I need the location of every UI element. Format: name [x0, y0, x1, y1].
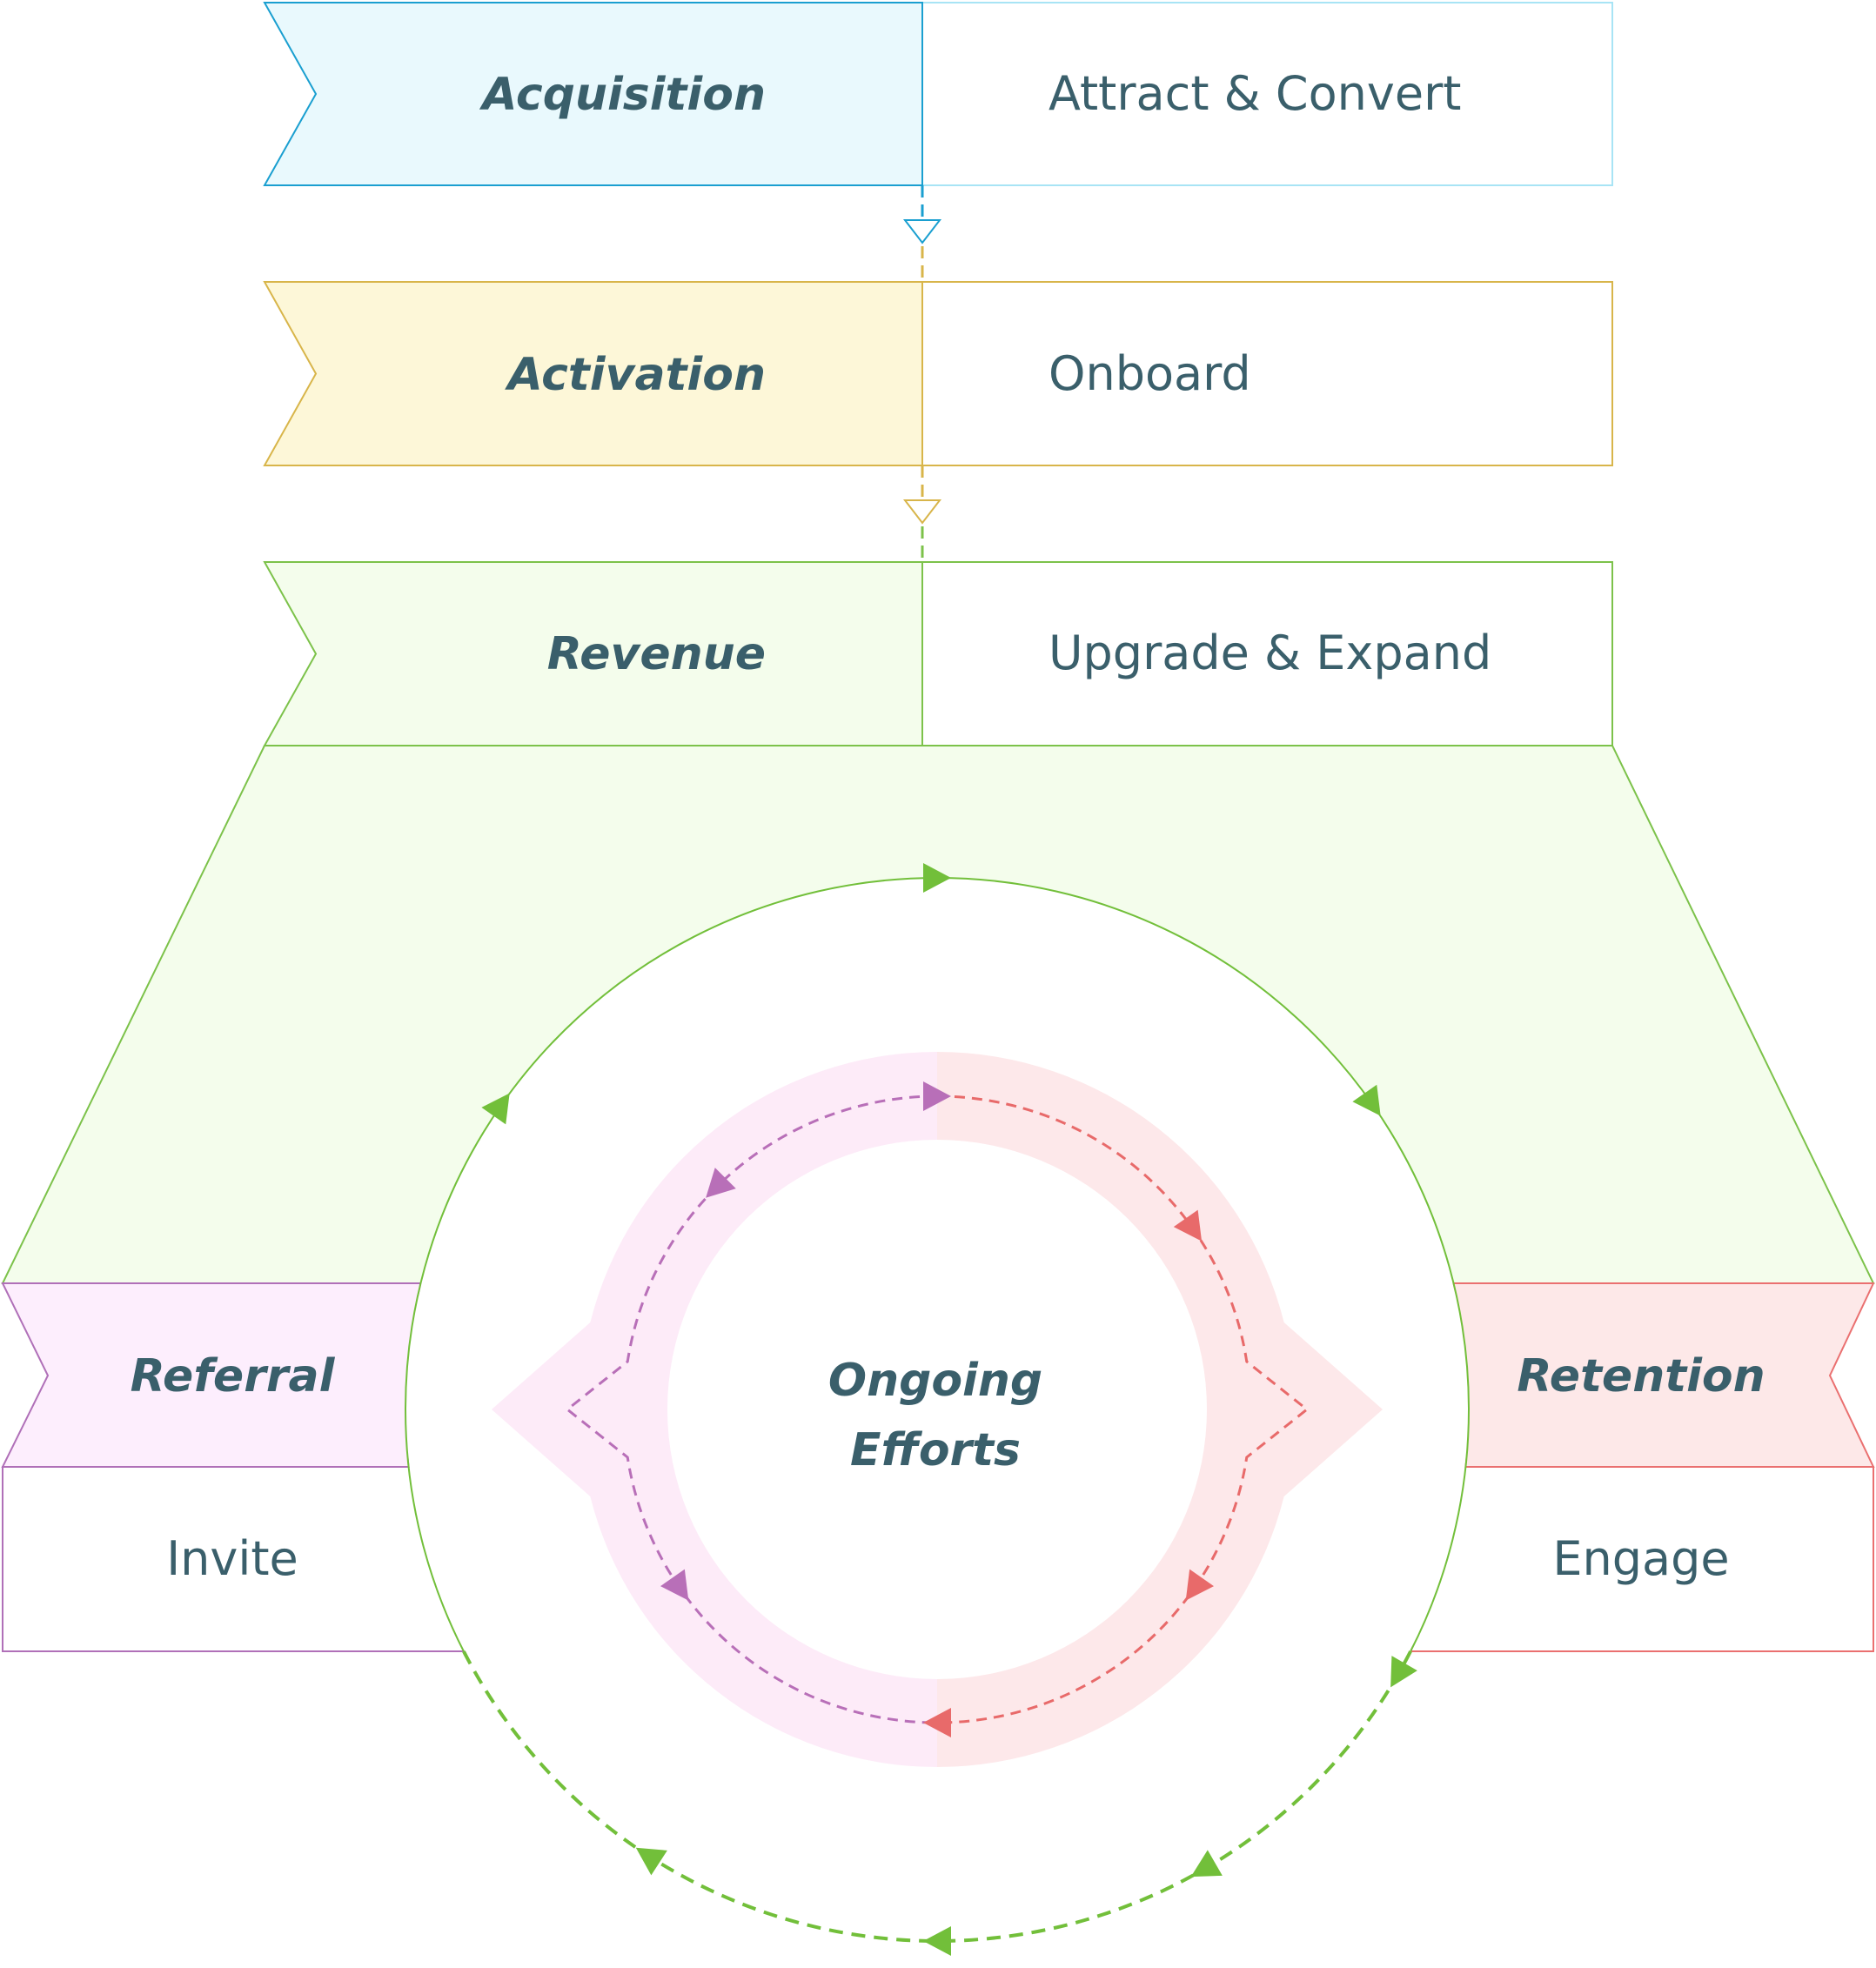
connector-arrow-icon — [902, 219, 942, 244]
stage-title-referral: Referral — [131, 1350, 336, 1402]
center-label-line2: Efforts — [850, 1424, 1021, 1476]
stage-title-revenue: Revenue — [547, 628, 766, 680]
stage-subtitle-referral: Invite — [166, 1531, 298, 1586]
inner-arrow-icon — [660, 1569, 689, 1601]
cycle-arrow-icon — [923, 863, 951, 893]
stage-subtitle-acquisition: Attract & Convert — [1049, 66, 1461, 121]
inner-arrow-icon — [923, 1081, 951, 1111]
stage-subtitle-retention: Engage — [1552, 1531, 1729, 1586]
stage-banner-revenue — [263, 561, 923, 746]
cycle-arc-dashed — [462, 1650, 1412, 1943]
inner-ring-center — [667, 1140, 1207, 1679]
center-label-line1: Ongoing — [828, 1355, 1042, 1407]
cycle-arrow-icon — [1352, 1084, 1381, 1116]
stage-title-activation: Activation — [504, 349, 766, 401]
stage-title-retention: Retention — [1517, 1350, 1765, 1402]
cycle-arrow-icon — [635, 1847, 667, 1876]
stage-detail-box-referral — [2, 1466, 466, 1652]
inner-dashed-path-left — [565, 1094, 938, 1724]
cycle-arrow-icon — [1190, 1850, 1223, 1878]
stage-detail-box-revenue — [921, 561, 1613, 746]
stage-banner-referral — [1, 1282, 422, 1468]
stage-title-acquisition: Acquisition — [479, 69, 766, 121]
stage-banner-acquisition — [263, 2, 923, 186]
connector-arrow-icon — [902, 499, 942, 525]
inner-arrow-icon — [706, 1168, 736, 1198]
cycle-arrow-icon — [1390, 1656, 1417, 1688]
stage-detail-box-retention — [1410, 1466, 1874, 1652]
stage-detail-box-acquisition — [921, 2, 1613, 186]
inner-arrow-icon — [1173, 1209, 1203, 1242]
inner-arrow-icon — [923, 1708, 951, 1737]
stage-detail-box-activation — [921, 281, 1613, 466]
inner-dashed-path-right — [936, 1094, 1310, 1724]
cycle-arrow-icon — [481, 1093, 510, 1125]
stage-subtitle-revenue: Upgrade & Expand — [1049, 626, 1491, 680]
stage-banner-activation — [263, 281, 923, 466]
inner-arrow-icon — [1185, 1569, 1214, 1601]
stage-subtitle-activation: Onboard — [1049, 346, 1251, 401]
cycle-arrow-icon — [923, 1926, 951, 1956]
